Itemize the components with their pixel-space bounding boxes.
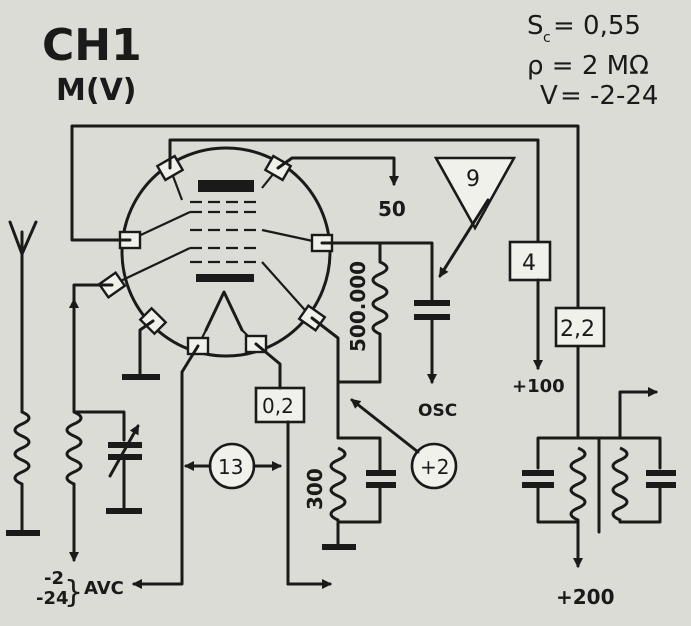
wire-anode xyxy=(320,241,434,302)
label-300: 300 xyxy=(303,468,327,510)
param-s-sub: c xyxy=(543,30,551,46)
label-plus200: +200 xyxy=(556,585,615,609)
param-rho: ρ = 2 MΩ xyxy=(527,51,649,81)
label-osc: OSC xyxy=(418,401,457,421)
antenna-icon xyxy=(8,220,38,414)
param-v-value: = -2-24 xyxy=(560,81,658,111)
tube-parameters: S c = 0,55 ρ = 2 MΩ V = -2-24 xyxy=(527,11,658,111)
label-circle-plus2: +2 xyxy=(420,455,449,479)
label-avc-line1: -2 xyxy=(44,568,64,589)
box-22 xyxy=(554,306,606,348)
label-avc-line2: -24 xyxy=(36,588,69,609)
tube-class: M(V) xyxy=(56,73,137,108)
wire-filament xyxy=(132,344,200,589)
param-s-symbol: S xyxy=(527,11,544,41)
label-box-4: 4 xyxy=(522,251,536,276)
label-500000: 500.000 xyxy=(346,261,370,352)
label-plus100: +100 xyxy=(512,376,565,397)
label-circle-13: 13 xyxy=(218,455,243,479)
triangle-9 xyxy=(433,156,517,231)
resistor-300 xyxy=(329,446,347,522)
label-triangle-9: 9 xyxy=(466,167,480,192)
wire-cathode xyxy=(310,316,340,440)
wire-screen-50 xyxy=(276,156,399,186)
box-4 xyxy=(508,240,552,282)
tube-name: CH1 xyxy=(42,20,142,71)
if-transformer xyxy=(522,387,676,568)
grid-coil xyxy=(65,410,83,486)
avc-brace: } xyxy=(64,575,83,610)
param-s-value: = 0,55 xyxy=(553,11,641,41)
resistor-500000 xyxy=(371,260,389,336)
antenna-coil xyxy=(13,410,31,486)
box-02 xyxy=(254,386,306,424)
label-avc: AVC xyxy=(84,578,124,599)
param-v-symbol: V xyxy=(540,81,558,111)
circle-plus2 xyxy=(410,442,458,490)
label-box-22: 2,2 xyxy=(560,317,595,342)
wire-top-outer xyxy=(70,124,580,440)
label-50: 50 xyxy=(378,197,406,221)
label-box-02: 0,2 xyxy=(262,394,294,418)
